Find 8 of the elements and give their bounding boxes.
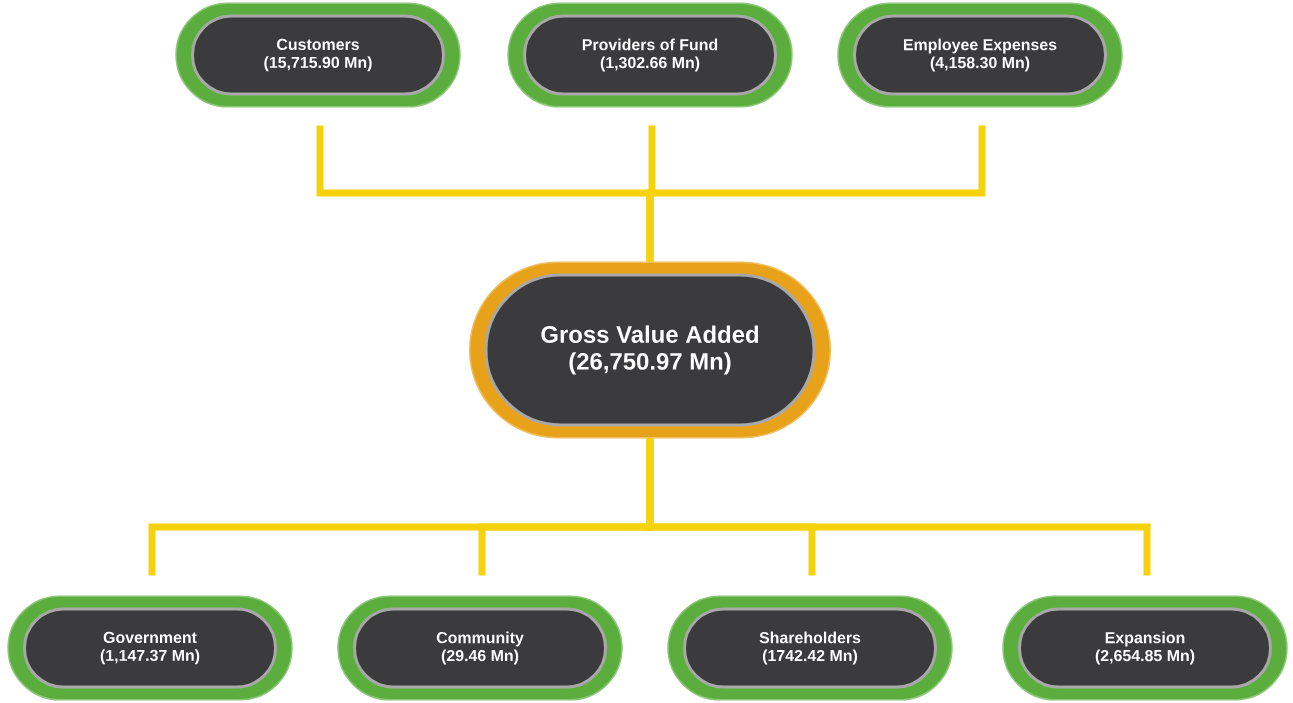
- value-pill: Expansion (2,654.85 Mn): [1002, 595, 1288, 701]
- value-pill: Government (1,147.37 Mn): [7, 595, 293, 701]
- value-pill: Gross Value Added (26,750.97 Mn): [468, 261, 832, 439]
- value-pill: Shareholders (1742.42 Mn): [667, 595, 953, 701]
- value-pill: Community (29.46 Mn): [337, 595, 623, 701]
- value-pill: Providers of Fund (1,302.66 Mn): [507, 2, 793, 108]
- value-pill: Employee Expenses (4,158.30 Mn): [837, 2, 1123, 108]
- value-pill: Customers (15,715.90 Mn): [175, 2, 461, 108]
